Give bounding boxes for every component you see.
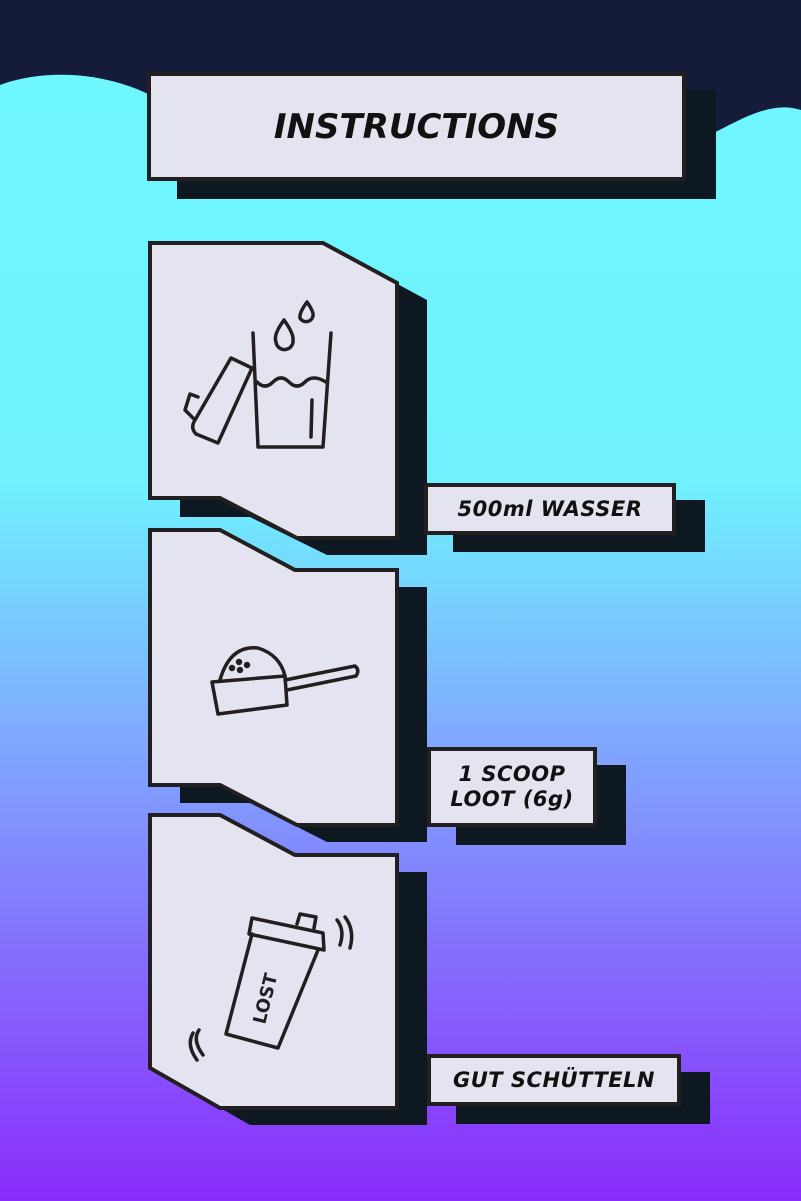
step-3-label: GUT SCHÜTTELN bbox=[427, 1054, 681, 1106]
scoop-icon bbox=[210, 646, 360, 716]
step-2-label: 1 SCOOP LOOT (6g) bbox=[427, 747, 597, 827]
step-3-panel bbox=[148, 813, 399, 1110]
step-1-panel bbox=[148, 241, 399, 540]
page-title: INSTRUCTIONS bbox=[147, 72, 686, 181]
step-2-label-line2: LOOT (6g) bbox=[450, 787, 574, 811]
water-glass-icon bbox=[183, 300, 333, 449]
step-1-label: 500ml WASSER bbox=[424, 483, 676, 535]
step-2-label-line1: 1 SCOOP bbox=[458, 762, 566, 786]
